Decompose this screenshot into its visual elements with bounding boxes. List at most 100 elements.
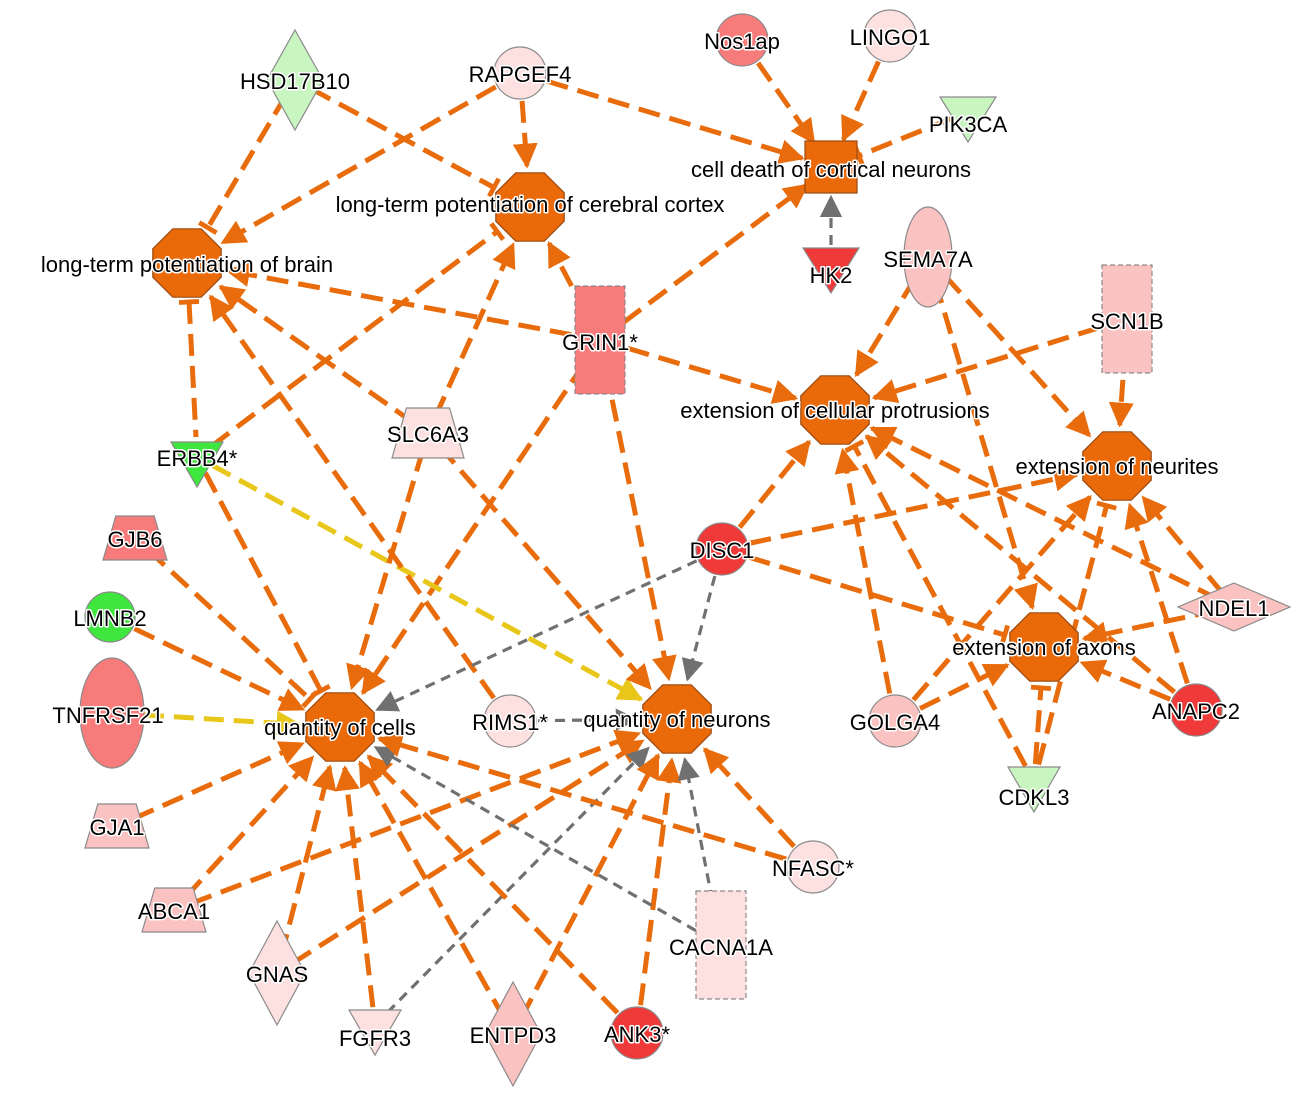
function-node-qty-cells[interactable]	[305, 692, 375, 762]
molecule-label: CACNA1A	[669, 935, 773, 960]
edge-SLC6A3-to-qty_neurons	[437, 444, 652, 690]
edge-PIK3CA-to-cell_death	[852, 116, 953, 166]
function-label: long-term potentiation of brain	[41, 252, 333, 277]
edge-ABCA1-to-qty_neurons	[189, 729, 642, 906]
molecule-label: DISC1	[690, 538, 755, 563]
molecule-node-sema7a[interactable]	[903, 206, 953, 308]
function-label: extension of cellular protrusions	[680, 398, 989, 423]
edge-DISC1-to-ext_neurites	[748, 466, 1080, 546]
function-node-qty-neurons[interactable]	[642, 684, 712, 754]
edge-RAPGEF4-to-ltp_cortex	[512, 100, 538, 169]
edge-GNAS-to-qty_neurons	[290, 738, 645, 966]
edge-Nos1ap-to-cell_death	[756, 61, 816, 145]
edge-GOLGA4-to-ext_neurites	[911, 495, 1092, 702]
edge-TNFRSF21-to-qty_cells	[143, 710, 302, 736]
edge-SLC6A3-to-ltp_brain	[218, 284, 415, 425]
function-node-ext-neurites[interactable]	[1082, 431, 1152, 501]
molecule-label: SCN1B	[1090, 309, 1163, 334]
edge-GOLGA4-to-ext_axons	[918, 662, 1010, 711]
molecule-label: SLC6A3	[387, 422, 469, 447]
molecule-node-disc1[interactable]	[695, 522, 749, 576]
function-node-ext-protrusions[interactable]	[800, 375, 870, 445]
molecule-label: ANK3*	[604, 1022, 670, 1047]
molecule-label: LINGO1	[850, 25, 931, 50]
molecule-node-fgfr3[interactable]	[347, 1009, 403, 1057]
molecule-label: Nos1ap	[704, 29, 780, 54]
edge-GNAS-to-qty_cells	[279, 764, 337, 957]
molecule-node-pik3ca[interactable]	[938, 96, 998, 144]
edge-ANK3-to-qty_neurons	[638, 757, 682, 1006]
molecule-node-nfasc[interactable]	[786, 840, 840, 894]
edge-HSD17B10-to-ltp_brain	[198, 94, 289, 235]
edge-ANAPC2-to-ext_neurites	[1124, 502, 1190, 685]
molecule-node-erbb4[interactable]	[169, 441, 225, 489]
molecule-node-hsd17b10[interactable]	[266, 28, 324, 132]
molecule-node-scn1b[interactable]	[1101, 264, 1153, 374]
molecule-node-rapgef4[interactable]	[493, 46, 547, 100]
edge-ABCA1-to-qty_cells	[184, 755, 315, 899]
edge-layer	[132, 60, 1225, 1020]
molecule-label: ABCA1	[138, 899, 210, 924]
molecule-node-gja1[interactable]	[84, 803, 150, 849]
function-node-ltp-cortex[interactable]	[495, 172, 565, 242]
edge-ENTPD3-to-qty_neurons	[519, 753, 661, 1020]
edge-RAPGEF4-to-cell_death	[546, 78, 805, 164]
molecule-node-lingo1[interactable]	[863, 9, 917, 63]
edge-NFASC-to-qty_neurons	[702, 747, 796, 849]
molecule-node-hk2[interactable]	[801, 247, 861, 295]
molecule-label: ENTPD3	[470, 1023, 557, 1048]
function-node-cell-death[interactable]	[804, 140, 858, 194]
function-label: quantity of neurons	[583, 707, 770, 732]
edge-SEMA7A-to-ext_protrusions	[854, 277, 917, 378]
edge-DISC1-to-qty_neurons	[681, 575, 717, 682]
function-node-ltp-brain[interactable]	[152, 228, 222, 298]
molecule-label: ERBB4*	[157, 446, 238, 471]
edge-CDKL3-to-ext_axons	[1030, 684, 1052, 765]
molecule-node-cacna1a[interactable]	[695, 890, 747, 1000]
molecule-node-grin1[interactable]	[574, 285, 626, 395]
edge-GRIN1-to-cell_death	[621, 182, 809, 325]
label-layer: long-term potentiation of cerebral corte…	[39, 24, 1271, 1053]
edge-GJB6-to-qty_cells	[146, 548, 319, 709]
molecule-label: HSD17B10	[240, 69, 350, 94]
molecule-node-entpd3[interactable]	[484, 980, 542, 1088]
edge-DISC1-to-ext_protrusions	[737, 439, 812, 529]
molecule-node-nos1ap[interactable]	[715, 13, 769, 67]
function-label: extension of axons	[952, 635, 1135, 660]
molecule-label: GOLGA4	[850, 710, 940, 735]
edge-GRIN1-to-qty_cells	[360, 362, 586, 696]
edge-SEMA7A-to-ext_axons	[933, 281, 1038, 611]
molecule-node-ndel1[interactable]	[1176, 582, 1292, 632]
molecule-node-abca1[interactable]	[141, 887, 207, 933]
edge-GRIN1-to-qty_neurons	[603, 367, 677, 682]
edge-GRIN1-to-ext_protrusions	[627, 345, 799, 404]
molecule-label: RIMS1*	[472, 710, 548, 735]
molecule-node-slc6a3[interactable]	[391, 407, 465, 459]
molecule-label: HK2	[810, 263, 853, 288]
function-node-ext-axons[interactable]	[1009, 612, 1079, 682]
molecule-node-tnfrsf21[interactable]	[79, 657, 145, 769]
molecule-node-rims1[interactable]	[483, 694, 537, 748]
molecule-label: GJA1	[89, 815, 144, 840]
edge-FGFR3-to-qty_cells	[334, 765, 376, 1008]
edge-LINGO1-to-cell_death	[841, 60, 881, 142]
molecule-label: NDEL1	[1199, 596, 1270, 621]
edge-NDEL1-to-ext_axons	[1081, 608, 1217, 647]
edge-DISC1-to-qty_cells	[375, 559, 698, 712]
edge-RAPGEF4-to-ltp_brain	[220, 84, 497, 245]
molecule-node-ank3[interactable]	[610, 1006, 664, 1060]
edge-ltp_brain-to-ERBB4	[178, 299, 200, 438]
molecule-node-gjb6[interactable]	[102, 515, 168, 561]
molecule-node-golga4[interactable]	[868, 694, 922, 748]
molecule-label: CDKL3	[999, 785, 1070, 810]
molecule-node-lmnb2[interactable]	[84, 591, 136, 643]
molecule-node-anapc2[interactable]	[1169, 683, 1223, 737]
edge-RIMS1-to-ltp_brain	[208, 294, 496, 700]
molecule-label: RAPGEF4	[469, 62, 572, 87]
molecule-node-cdkl3[interactable]	[1006, 766, 1062, 814]
edge-CDKL3-to-ext_protrusions	[844, 439, 1028, 768]
edge-NDEL1-to-ext_protrusions	[869, 425, 1219, 602]
edge-GJA1-to-qty_cells	[132, 741, 305, 821]
molecule-node-gnas[interactable]	[248, 919, 306, 1027]
